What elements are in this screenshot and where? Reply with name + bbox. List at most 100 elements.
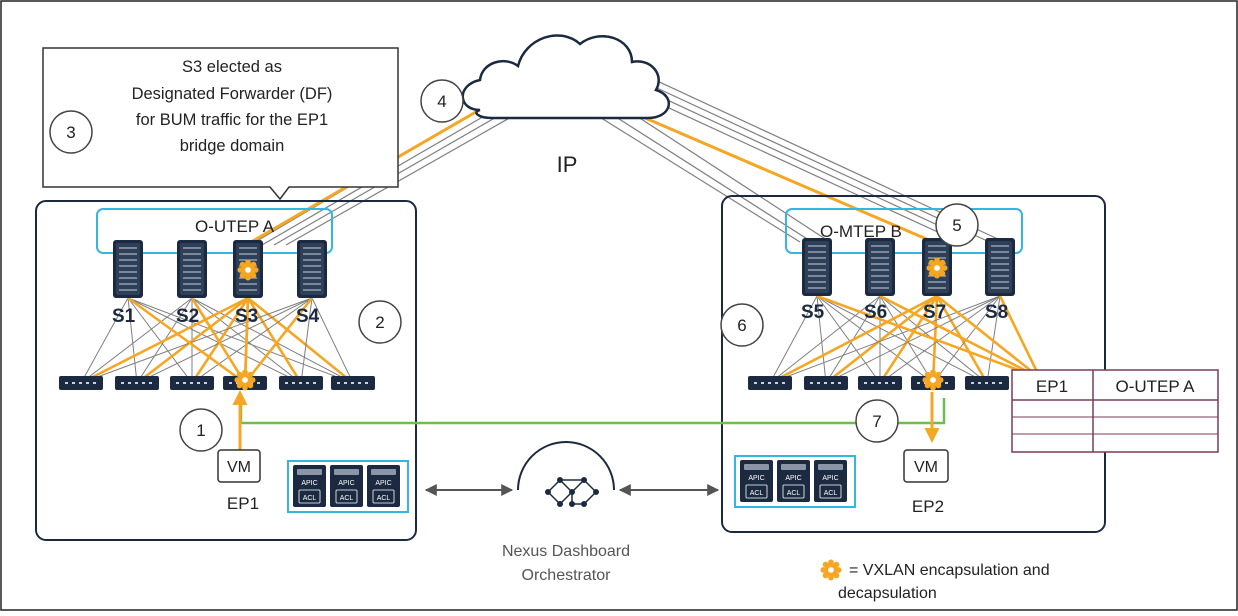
spine-s8-face <box>988 241 1012 293</box>
site-a-leaf-3-port <box>183 382 186 384</box>
spine-s6-face <box>868 241 892 293</box>
callout-line-4: bridge domain <box>180 137 285 155</box>
site-a-leaf-3-port <box>197 382 200 384</box>
site-a-leaf-2-port <box>121 382 124 384</box>
site-b-leaf-3 <box>858 376 902 390</box>
site-a-fabric-link <box>246 297 303 384</box>
site-a-flood-link <box>243 297 314 384</box>
spine-label-s4: S4 <box>296 306 320 327</box>
callout-line-2: Designated Forwarder (DF) <box>132 85 333 103</box>
site-b-fabric-link <box>878 295 939 384</box>
step-5-marker: 5 <box>935 203 979 247</box>
a-acl-label: ACL <box>377 495 391 502</box>
a-apic-label: APIC <box>338 480 354 487</box>
orchestrator-arc <box>517 441 615 491</box>
orch-icon-node <box>569 489 575 495</box>
site-a-fabric-link <box>136 297 313 384</box>
spine-label-s8: S8 <box>985 302 1008 323</box>
fabric-links <box>80 294 1042 385</box>
legend-gear-icon-shape-hole <box>828 567 834 573</box>
orch-icon-node <box>593 489 599 495</box>
site-a-fabric-link <box>80 297 193 384</box>
site-b-leaf-1-port <box>775 382 778 384</box>
ep2-label: EP2 <box>912 497 944 516</box>
site-b-leaf-3-port <box>878 382 881 384</box>
step-4-marker: 4 <box>420 79 464 123</box>
wan-link-a <box>285 111 521 246</box>
site-a-leaf-2-port <box>142 382 145 384</box>
legend-line-1: = VXLAN encapsulation and <box>849 562 1050 579</box>
site-a-fabric-link <box>80 296 249 385</box>
step-3-circle <box>49 110 93 154</box>
spine-s3-gear-icon-hole <box>245 267 251 273</box>
spine-s7 <box>922 238 952 296</box>
spine-s3-gear-icon <box>237 259 259 281</box>
ip-cloud-label: IP <box>557 152 578 177</box>
site-a-fabric-link <box>191 297 313 384</box>
site-a-fabric-link <box>300 297 313 384</box>
site-a-leaf-2-port <box>135 382 138 384</box>
step-3-label: 3 <box>66 123 75 142</box>
site-b-leaf-2-port <box>810 382 813 384</box>
step-4-circle <box>420 79 464 123</box>
site-a-leaf-6-port <box>351 382 354 384</box>
site-a-leaf-6-port <box>344 382 347 384</box>
b-acl-badge <box>782 484 805 499</box>
spine-s1 <box>113 240 143 298</box>
a-apic-label: APIC <box>301 480 317 487</box>
orch-icon-node <box>581 477 587 483</box>
site-b-box <box>721 195 1106 533</box>
site-b-leaf-2-port <box>817 382 820 384</box>
site-a-leaf-6 <box>331 376 375 390</box>
b-apic-body <box>740 460 773 502</box>
site-a-leaf-3-port <box>176 382 179 384</box>
orch-icon-node <box>545 489 551 495</box>
a-acl-badge <box>335 489 358 504</box>
site-b-leaf-5 <box>965 376 1009 390</box>
ep2-vm-box <box>903 449 949 483</box>
step-5-circle <box>935 203 979 247</box>
o-utep-a-label: O-UTEP A <box>195 217 275 236</box>
site-a-leaf-5-port <box>313 382 316 384</box>
site-a-leaf-4-gear-icon-hole <box>242 377 248 383</box>
site-b-leaf-3-port <box>885 382 888 384</box>
table-header-location: O-UTEP A <box>1115 377 1195 396</box>
o-mtep-b-group <box>785 208 1023 254</box>
site-b-leaf-3-port <box>871 382 874 384</box>
b-apic-slot <box>744 464 769 470</box>
spine-s7-gear-icon-hole <box>934 265 940 271</box>
site-b-fabric-link <box>935 295 989 384</box>
step-1-label: 1 <box>196 421 205 440</box>
step-1-circle <box>179 408 223 452</box>
site-a-leaf-1-port <box>72 382 75 384</box>
site-b-fabric-link <box>816 295 881 384</box>
site-b-leaf-4-port <box>924 382 927 384</box>
step-7-marker: 7 <box>855 399 899 443</box>
o-mtep-b-label: O-MTEP B <box>820 222 902 241</box>
site-b-fabric-link <box>879 295 934 384</box>
site-b-leaf-4-port <box>917 382 920 384</box>
ep-table-frame <box>1011 369 1219 453</box>
site-a-leaf-5-port <box>299 382 302 384</box>
site-a-leaf-5-port <box>292 382 295 384</box>
legend-line-2: decapsulation <box>838 585 937 602</box>
wan-link-b <box>623 79 971 241</box>
site-a-fabric-link <box>127 297 138 384</box>
orch-icon-node <box>569 501 575 507</box>
site-b-leaf-5-port <box>978 382 981 384</box>
b-apic-label: APIC <box>748 475 764 482</box>
site-a-leaf-4-gear-icon <box>234 369 256 391</box>
site-b-leaf-5-port <box>985 382 988 384</box>
a-acl-label: ACL <box>340 495 354 502</box>
site-b-leaf-1-port <box>782 382 785 384</box>
spine-s7-gear-icon <box>926 257 948 279</box>
spine-label-s2: S2 <box>176 306 199 327</box>
site-b-leaf-3-port <box>864 382 867 384</box>
a-acl-badge <box>298 489 321 504</box>
site-b-fabric-link <box>879 295 1001 384</box>
